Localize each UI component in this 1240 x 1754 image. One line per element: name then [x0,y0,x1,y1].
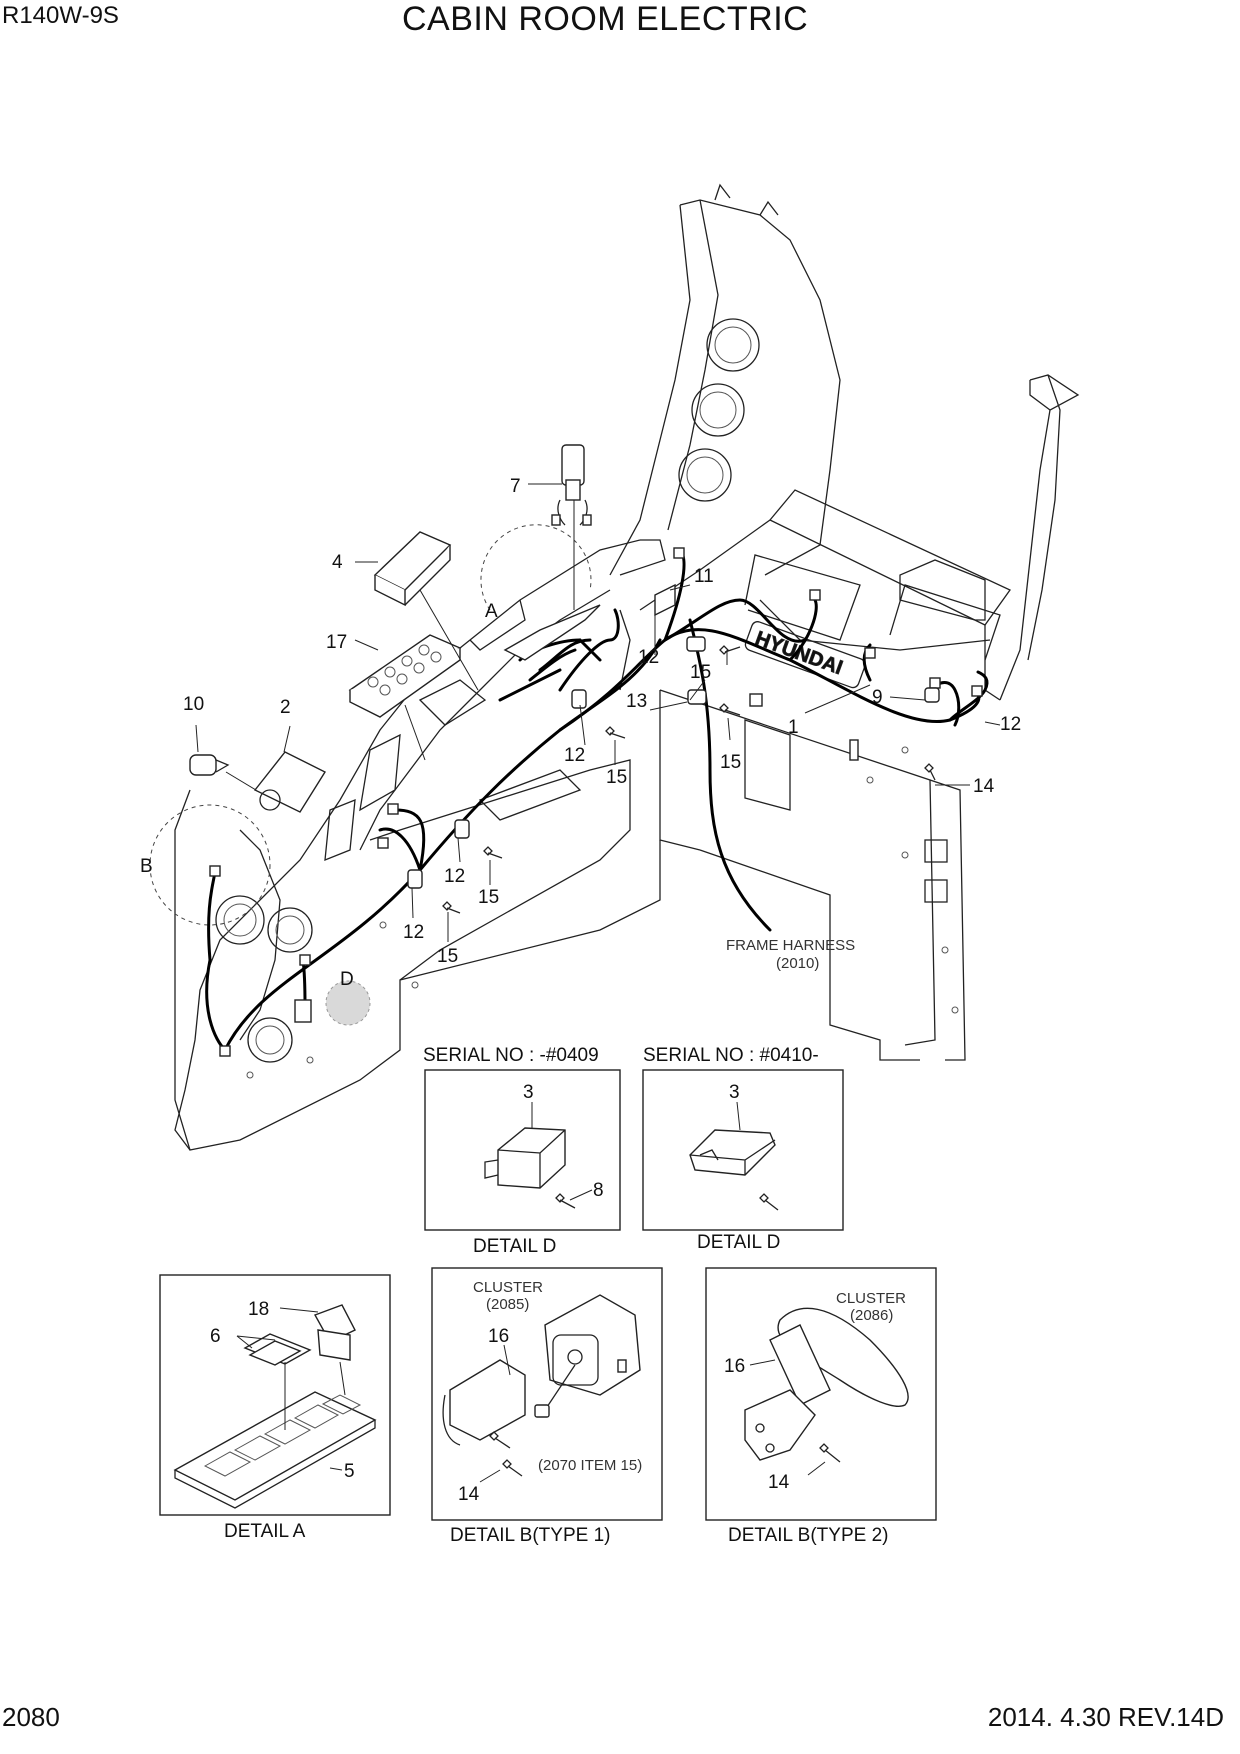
page-number: 2080 [2,1702,60,1732]
detail-b2-callout-16: 16 [724,1356,745,1377]
callout-7: 7 [510,476,521,497]
part-10-socket [189,754,230,776]
detail-d2-label: DETAIL D [697,1232,780,1253]
detail-d-marker [325,980,371,1026]
detail-d-letter: D [340,969,354,990]
detail-b1-callout-16: 16 [488,1326,509,1347]
detail-b-letter: B [140,856,153,877]
svg-text:HYUNDAI: HYUNDAI [752,627,845,679]
detail-b2-label: DETAIL B(TYPE 2) [728,1525,888,1546]
fasteners [407,636,940,914]
leader-lines [195,483,1001,942]
detail-a-callout-6: 6 [210,1326,221,1347]
callout-12-low: 12 [444,866,465,887]
detail-a-circle [480,524,592,611]
callout-10: 10 [183,694,204,715]
callout-14: 14 [973,776,995,797]
detail-b2-callout-14: 14 [768,1472,790,1493]
part-17-switch-panel [348,634,462,718]
detail-a-label: DETAIL A [224,1521,306,1542]
main-callouts: 7 4 17 10 2 A B D 11 12 15 13 1 9 12 14 … [140,476,1021,990]
callout-15-center: 15 [690,662,711,683]
detail-d-serial-0410: SERIAL NO : #0410- 3 DETAIL D [642,1045,844,1253]
callout-15-right: 15 [720,752,741,773]
detail-d1-callout-3: 3 [523,1082,534,1103]
serial-range-2: SERIAL NO : #0410- [643,1045,819,1066]
detail-a-callout-18: 18 [248,1299,269,1320]
callout-11: 11 [694,566,714,587]
detail-a-callout-5: 5 [344,1461,355,1482]
callout-15-mid: 15 [606,767,627,788]
part-4-box [373,531,452,607]
callout-12-mid: 12 [564,745,585,766]
callout-2: 2 [280,697,291,718]
detail-b2-cluster: CLUSTER [836,1290,906,1307]
callout-15-low: 15 [478,887,499,908]
harness-connectors [209,547,983,1057]
detail-d-serial-0409: SERIAL NO : -#0409 3 8 DETAIL D [423,1045,621,1257]
detail-d1-label: DETAIL D [473,1236,556,1257]
frame-harness-ref: (2010) [776,955,819,972]
detail-b1-cluster-ref: (2085) [486,1296,529,1313]
model-code: R140W-9S [2,2,119,29]
callout-1: 1 [788,717,799,738]
callout-12-center: 12 [638,647,659,668]
detail-b1-item-ref: (2070 ITEM 15) [538,1457,642,1474]
detail-b-circle [149,804,271,926]
detail-d1-callout-8: 8 [593,1180,604,1201]
part-2-switch [253,751,327,813]
hyundai-nameplate: HYUNDAI [744,621,866,689]
callout-17: 17 [326,632,347,653]
detail-b1-cluster: CLUSTER [473,1279,543,1296]
detail-d2-callout-3: 3 [729,1082,740,1103]
callout-12-right: 12 [1000,714,1021,735]
detail-b-type-2: CLUSTER (2086) 16 14 DETAIL B(TYPE 2) [705,1267,937,1546]
serial-range-1: SERIAL NO : -#0409 [423,1045,599,1066]
detail-a-letter: A [485,601,498,622]
callout-9: 9 [872,687,883,708]
frame-harness-label: FRAME HARNESS [726,937,855,954]
detail-a: 18 6 5 DETAIL A [159,1274,391,1542]
detail-b2-cluster-ref: (2086) [850,1307,893,1324]
revision-date: 2014. 4.30 REV.14D [987,1702,1224,1732]
detail-b-type-1: CLUSTER (2085) 16 14 (2070 ITEM 15) DETA… [431,1267,663,1546]
callout-12-bottom: 12 [403,922,424,943]
cabin-structure: HYUNDAI [149,183,1080,1151]
page-title: CABIN ROOM ELECTRIC [402,0,809,38]
callout-4: 4 [332,552,343,573]
detail-b1-callout-14: 14 [458,1484,480,1505]
wiring-harness [205,548,989,1052]
part-7-connector [551,444,592,526]
detail-b1-label: DETAIL B(TYPE 1) [450,1525,610,1546]
callout-15-bottom: 15 [437,946,458,967]
callout-13: 13 [626,691,647,712]
